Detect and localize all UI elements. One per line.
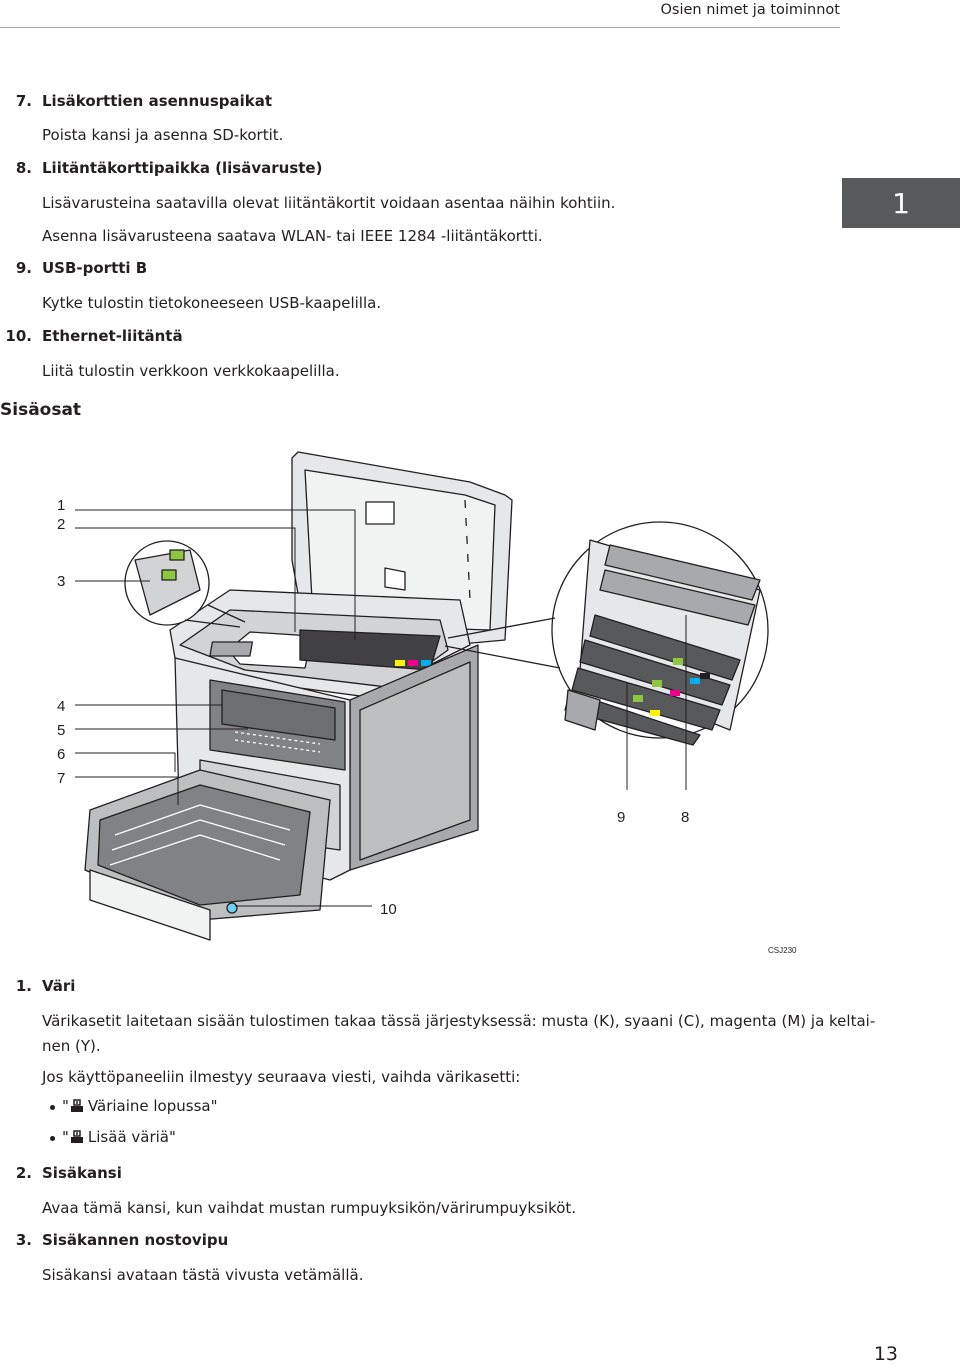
printer-interior-illustration: 1 2 3 4 5 6 7 9 8 10 CSJ230	[57, 451, 797, 955]
chapter-tab: 1	[842, 178, 960, 228]
item-8-title: 8.Liitäntäkorttipaikka (lisävaruste)	[15, 159, 323, 177]
item-2-title: 2.Sisäkansi	[15, 1164, 122, 1182]
item-3-desc: Sisäkansi avataan tästä vivusta vetämäll…	[42, 1266, 364, 1284]
toner-cartridge-icon	[70, 1130, 83, 1143]
callout-2: 2	[57, 516, 65, 533]
item-1-note: Jos käyttöpaneeliin ilmestyy seuraava vi…	[42, 1068, 521, 1086]
item-7-title: 7.Lisäkorttien asennuspaikat	[15, 92, 273, 110]
callout-4: 4	[57, 698, 65, 715]
item-9-title: 9.USB-portti B	[15, 259, 148, 277]
item-9-desc: Kytke tulostin tietokoneeseen USB-kaapel…	[42, 294, 382, 312]
callout-6: 6	[57, 746, 65, 763]
callout-9: 9	[617, 809, 625, 826]
item-1-desc-1: Värikasetit laitetaan sisään tulostimen …	[42, 1012, 876, 1030]
callout-3: 3	[57, 573, 65, 590]
bullet-add-toner: "Lisää väriä"	[50, 1128, 176, 1146]
callout-8: 8	[681, 809, 689, 826]
bullet-toner-low: "Väriaine lopussa"	[50, 1097, 218, 1115]
section-title: Sisäosat	[0, 400, 82, 420]
figure-code: CSJ230	[768, 946, 797, 955]
header-rule	[0, 27, 840, 28]
bullet-dot	[50, 1105, 55, 1110]
item-7-desc: Poista kansi ja asenna SD-kortit.	[42, 126, 284, 144]
running-header: Osien nimet ja toiminnot	[660, 2, 840, 18]
item-8-desc-1: Lisävarusteina saatavilla olevat liitänt…	[42, 194, 616, 212]
callout-10: 10	[380, 901, 397, 918]
callout-5: 5	[57, 722, 65, 739]
bullet-dot	[50, 1136, 55, 1141]
item-8-desc-2: Asenna lisävarusteena saatava WLAN- tai …	[42, 227, 543, 245]
page-number: 13	[873, 1343, 898, 1365]
callout-7: 7	[57, 770, 65, 787]
item-2-desc: Avaa tämä kansi, kun vaihdat mustan rump…	[42, 1199, 577, 1217]
toner-cartridge-icon	[70, 1099, 83, 1112]
item-1-desc-2: nen (Y).	[42, 1037, 101, 1055]
item-1-title: 1.Väri	[15, 977, 76, 995]
item-3-title: 3.Sisäkannen nostovipu	[15, 1231, 229, 1249]
item-10-desc: Liitä tulostin verkkoon verkkokaapelilla…	[42, 362, 340, 380]
item-10-title: 10.Ethernet-liitäntä	[5, 327, 183, 345]
callout-1: 1	[57, 497, 65, 514]
